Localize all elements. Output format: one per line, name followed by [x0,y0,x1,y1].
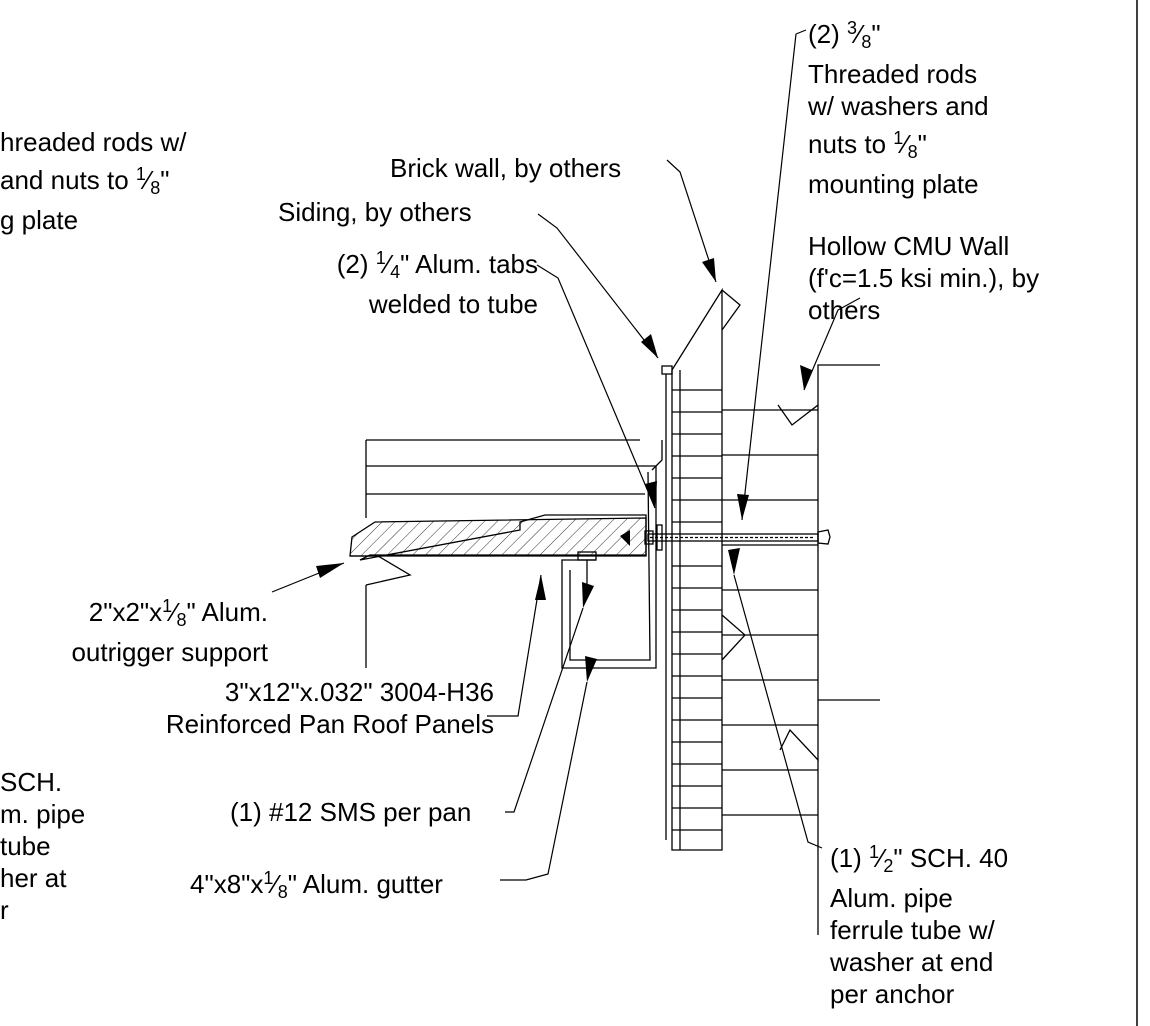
sms-label: (1) #12 SMS per pan [230,797,472,827]
leader-arrows [316,258,812,682]
left-pipe-label: SCH. m. pipe tube her at r [0,767,86,925]
threaded-rods-right-label: (2) 3⁄8" Threaded rods w/ washers and nu… [808,18,989,199]
ferrule-label: (1) 1⁄2" SCH. 40 Alum. pipe ferrule tube… [830,842,1009,1009]
gutter-label: 4"x8"x1⁄8" Alum. gutter [190,868,443,902]
cmu-wall-label: Hollow CMU Wall (f'c=1.5 ksi min.), by o… [808,231,1040,325]
roof-panel [349,439,647,668]
outrigger-label: 2"x2"x1⁄8" Alum. outrigger support [71,596,268,667]
alum-tabs-label: (2) 1⁄4" Alum. tabs welded to tube [336,248,538,319]
cmu-wall [721,289,880,935]
siding-label: Siding, by others [278,197,472,227]
roof-panels-label: 3"x12"x.032" 3004-H36 Reinforced Pan Roo… [165,677,494,739]
siding-and-plate [651,365,673,840]
threaded-rods-left-label: hreaded rods w/ and nuts to 1⁄8" g plate [0,127,187,235]
brick-wall [671,287,723,851]
brick-wall-label: Brick wall, by others [390,153,622,183]
threaded-rod [644,529,831,545]
gutter [561,465,657,669]
